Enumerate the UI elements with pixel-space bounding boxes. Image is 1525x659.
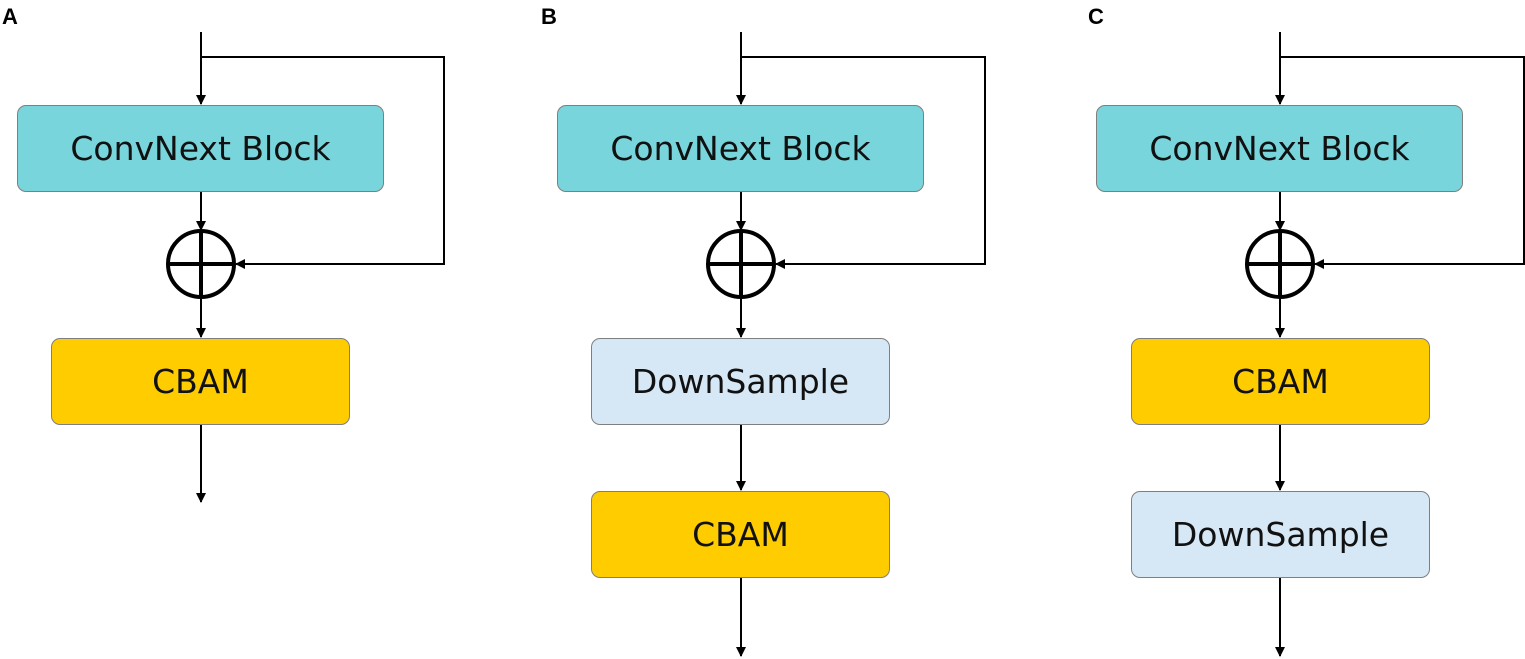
downsample-node: DownSample — [1131, 491, 1430, 578]
panel-c-connectors — [1245, 32, 1525, 657]
convnext-block-node: ConvNext Block — [557, 105, 924, 192]
panel-label-b: B — [541, 4, 557, 29]
skip-connection-arrow — [741, 56, 986, 269]
downsample-node: DownSample — [591, 338, 890, 425]
cbam-node: CBAM — [1131, 338, 1430, 425]
convnext-block-node: ConvNext Block — [17, 105, 384, 192]
cbam-node: CBAM — [51, 338, 350, 425]
cbam-node: CBAM — [591, 491, 890, 578]
panel-a-connectors — [166, 32, 445, 503]
add-operator-icon — [166, 229, 236, 299]
panel-label-a: A — [2, 4, 18, 29]
skip-connection-arrow — [201, 56, 445, 269]
add-operator-icon — [1245, 229, 1315, 299]
skip-connection-arrow — [1280, 56, 1525, 269]
convnext-block-node: ConvNext Block — [1096, 105, 1463, 192]
panel-b-connectors — [706, 32, 986, 657]
panel-label-c: C — [1088, 4, 1104, 29]
add-operator-icon — [706, 229, 776, 299]
